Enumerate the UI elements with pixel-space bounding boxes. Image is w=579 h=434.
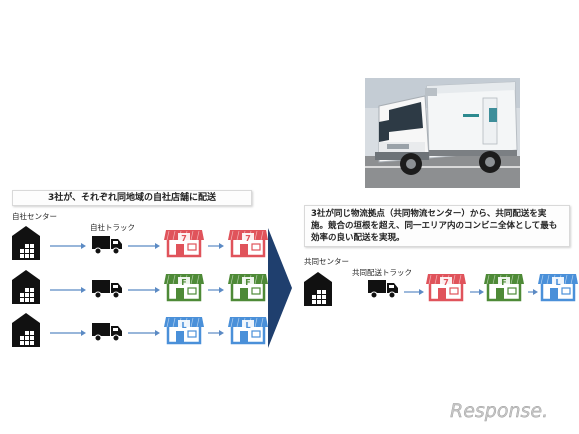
store-icon: L (538, 274, 578, 302)
warehouse-icon (12, 226, 40, 260)
flow-arrow (50, 330, 86, 336)
store-icon: F (228, 274, 268, 302)
own-center-label: 自社センター (12, 212, 57, 221)
store-icon: F (164, 274, 204, 302)
store-icon: 7 (164, 230, 204, 258)
left-banner: 3社が、それぞれ同地域の自社店舗に配送 (12, 190, 252, 206)
left-banner-text: 3社が、それぞれ同地域の自社店舗に配送 (47, 193, 217, 203)
store-letter: L (181, 321, 186, 330)
response-logo: Response. (448, 396, 568, 426)
flow-arrow (528, 289, 538, 295)
store-letter: F (245, 278, 250, 287)
right-banner-text: 3社が同じ物流拠点（共同物流センター）から、共同配送を実施。競合の垣根を超え、同… (311, 209, 558, 243)
warehouse-icon (304, 272, 332, 306)
store-letter: 7 (245, 234, 251, 243)
truck-icon (368, 280, 398, 299)
own-truck-label: 自社トラック (90, 223, 135, 232)
shared-truck-label: 共同配送トラック (352, 268, 412, 277)
store-letter: F (181, 278, 186, 287)
warehouse-icon (12, 313, 40, 347)
flow-arrow (50, 243, 86, 249)
store-icon: F (484, 274, 524, 302)
right-flow-row: 7 F L (302, 268, 578, 308)
truck-icon (92, 280, 122, 299)
truck-icon (92, 323, 122, 342)
flow-arrow (128, 330, 160, 336)
store-icon: 7 (426, 274, 466, 302)
response-logo-text: Response. (450, 400, 548, 422)
right-banner: 3社が同じ物流拠点（共同物流センター）から、共同配送を実施。競合の垣根を超え、同… (304, 205, 570, 247)
shared-center-label: 共同センター (304, 257, 349, 266)
flow-arrow (128, 287, 160, 293)
store-letter: F (501, 278, 506, 287)
flow-arrow (208, 330, 224, 336)
truck-photo (365, 78, 520, 188)
flow-arrow (50, 287, 86, 293)
chevron-right-icon (268, 228, 292, 352)
flow-arrow (208, 287, 224, 293)
warehouse-icon (12, 270, 40, 304)
flow-arrow (470, 289, 484, 295)
store-icon: 7 (228, 230, 268, 258)
store-letter: L (245, 321, 250, 330)
store-letter: 7 (181, 234, 187, 243)
flow-arrow (404, 289, 424, 295)
store-icon: L (228, 317, 268, 345)
store-letter: 7 (443, 278, 449, 287)
store-icon: L (164, 317, 204, 345)
store-letter: L (555, 278, 560, 287)
flow-arrow (208, 243, 224, 249)
truck-icon (92, 236, 122, 255)
flow-arrow (128, 243, 160, 249)
